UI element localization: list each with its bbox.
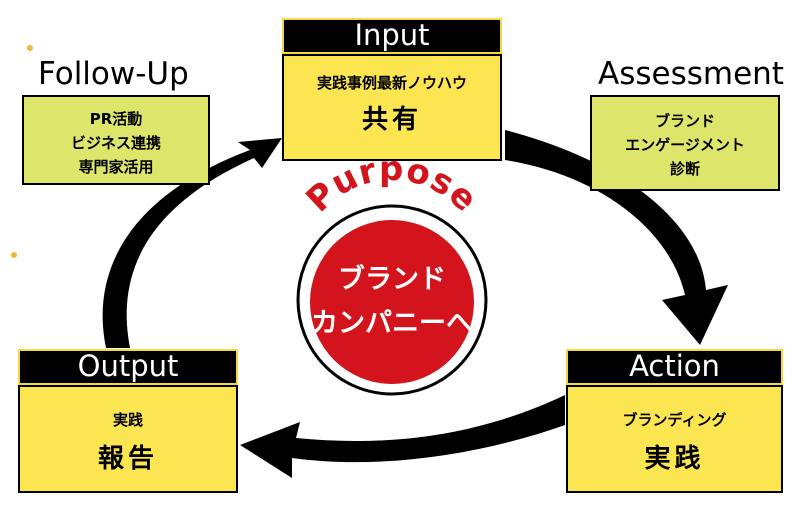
- follow-up-caption: Follow-Up: [38, 56, 189, 92]
- follow-up-box: PR活動 ビジネス連携 専門家活用: [22, 95, 210, 185]
- input-line-2: 共有: [361, 105, 422, 135]
- output-body: 実践 報告: [18, 385, 238, 493]
- follow-up-line-3: 専門家活用: [78, 158, 154, 176]
- follow-up-line-1: PR活動: [89, 110, 143, 128]
- output-line-2: 報告: [97, 444, 158, 474]
- center-circle: [310, 220, 474, 384]
- output-box: Output 実践 報告: [18, 349, 238, 493]
- decor-dot: [27, 45, 33, 51]
- output-line-1: 実践: [112, 411, 143, 429]
- center-ring: [296, 204, 488, 396]
- action-box: Action ブランディング 実践: [566, 349, 783, 493]
- action-line-2: 実践: [644, 444, 705, 474]
- output-header: Output: [18, 349, 238, 385]
- input-box: Input 実践事例最新ノウハウ 共有: [282, 18, 502, 161]
- input-body: 実践事例最新ノウハウ 共有: [282, 54, 502, 161]
- input-line-1: 実践事例最新ノウハウ: [316, 74, 467, 92]
- assessment-line-1: ブランド: [654, 112, 715, 130]
- action-header: Action: [566, 349, 783, 385]
- assessment-line-2: エンゲージメント: [625, 136, 745, 154]
- assessment-line-3: 診断: [669, 160, 700, 178]
- arrow-input-to-action: [505, 130, 728, 345]
- center-line-1: ブランド: [338, 263, 446, 295]
- action-body: ブランディング 実践: [566, 385, 783, 493]
- assessment-box: ブランド エンゲージメント 診断: [590, 95, 780, 191]
- action-line-1: ブランディング: [622, 411, 727, 429]
- assessment-caption: Assessment: [598, 56, 784, 92]
- center-line-2: カンパニーへ: [311, 308, 473, 339]
- follow-up-line-2: ビジネス連携: [70, 134, 161, 152]
- arrow-action-to-output: [240, 395, 565, 478]
- input-header: Input: [282, 18, 502, 54]
- decor-dot: [11, 252, 17, 258]
